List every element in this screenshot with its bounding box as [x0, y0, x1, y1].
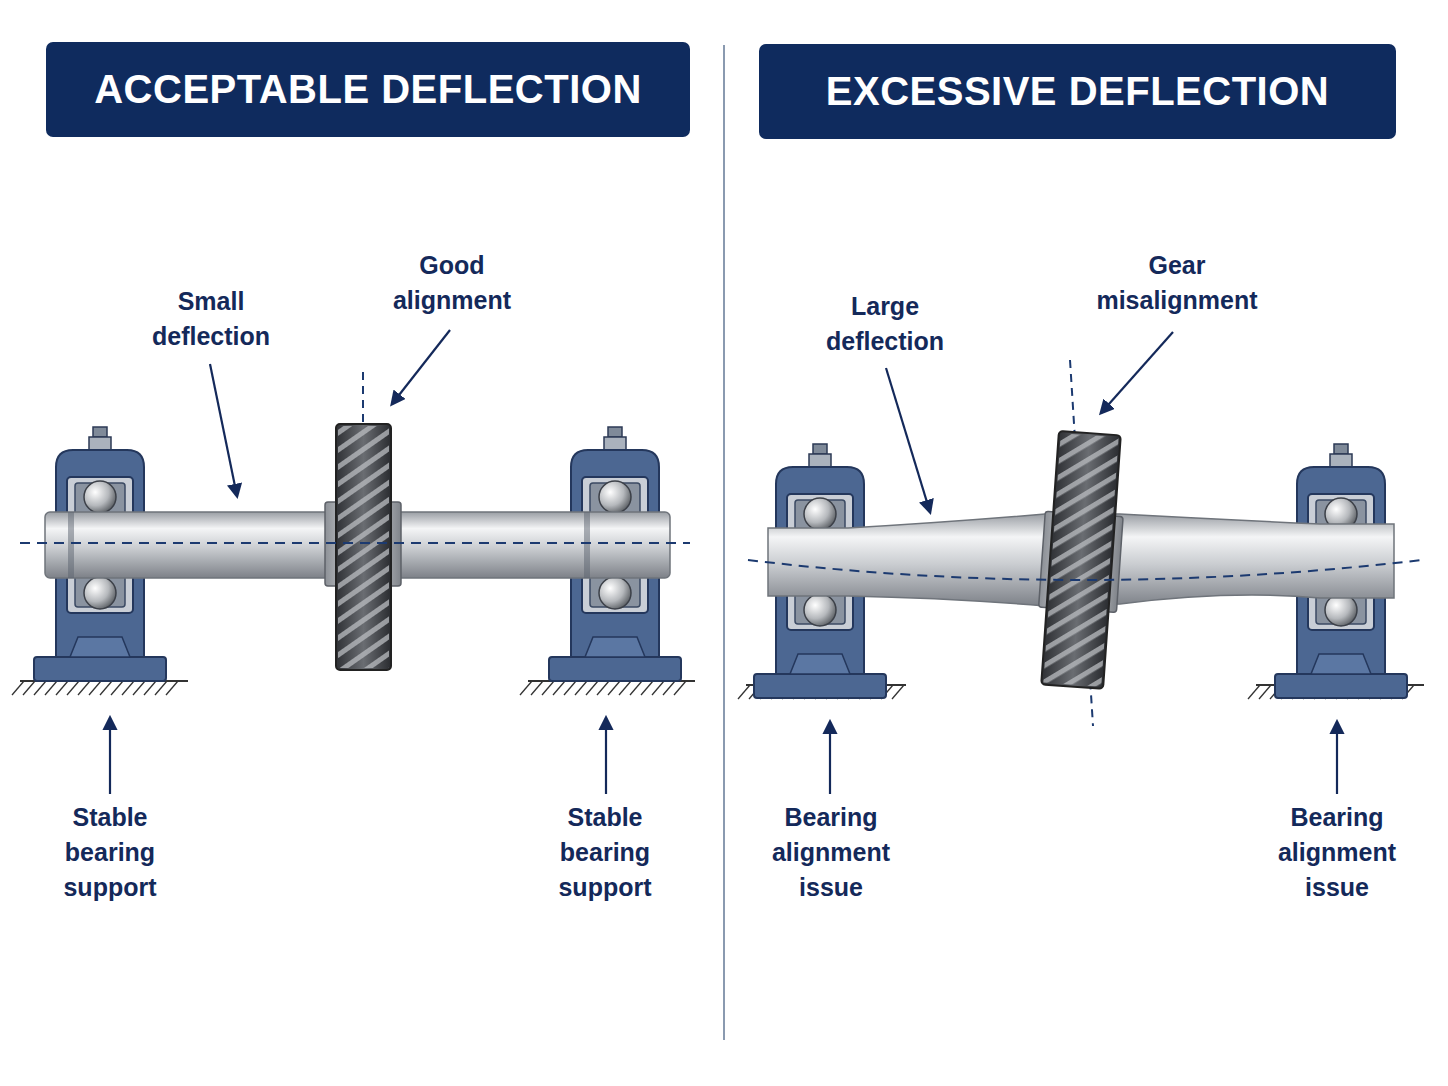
callout-label: Stable bearing support [535, 800, 675, 905]
callout-label: Bearing alignment issue [751, 800, 911, 905]
callout-label: Good alignment [367, 248, 537, 318]
excessive-assembly [738, 360, 1424, 726]
leader-lines [110, 330, 1337, 794]
acceptable-assembly [12, 372, 695, 695]
divider [723, 45, 725, 1040]
callout-label: Small deflection [141, 284, 281, 354]
callout-label: Bearing alignment issue [1257, 800, 1417, 905]
callout-label: Large deflection [815, 289, 955, 359]
callout-label: Stable bearing support [40, 800, 180, 905]
banner-title: EXCESSIVE DEFLECTION [826, 69, 1329, 114]
banner-title: ACCEPTABLE DEFLECTION [94, 67, 642, 112]
panel-banner: EXCESSIVE DEFLECTION [759, 44, 1396, 139]
panel-banner: ACCEPTABLE DEFLECTION [46, 42, 690, 137]
callout-label: Gear misalignment [1082, 248, 1272, 318]
